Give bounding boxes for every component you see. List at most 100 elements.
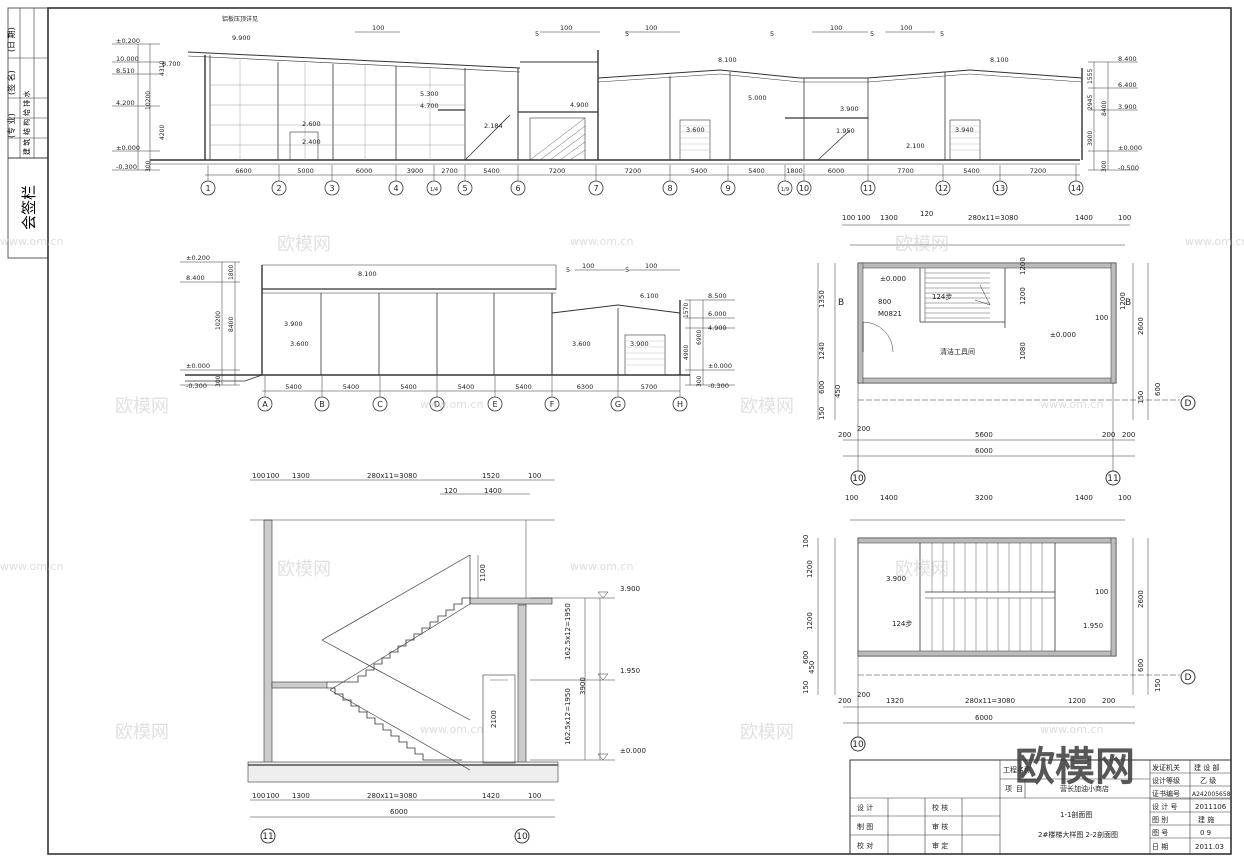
span-dimension: 5400 xyxy=(285,383,302,391)
s1-dim-right-4: 300 xyxy=(1101,160,1108,172)
span-dimension: 7700 xyxy=(897,167,914,175)
span-dimension: 5400 xyxy=(691,167,708,175)
s1-dim-right-1: 2945 xyxy=(1087,95,1094,110)
tb-item-label2: 目 xyxy=(1016,785,1023,793)
span-dimension: 5400 xyxy=(515,383,532,391)
axis-label: 8 xyxy=(667,184,672,193)
p1-top-1: 100 xyxy=(857,214,870,222)
stair-plan-2-axes xyxy=(850,656,1196,752)
tb-sign-0-0: 设 计 xyxy=(857,803,873,812)
p2-bottom-2: 1320 xyxy=(886,697,904,705)
axis-bubble xyxy=(992,180,1008,196)
axis-bubble xyxy=(487,396,503,412)
ss-rail-height: 1100 xyxy=(479,564,487,582)
axis-label: 6 xyxy=(515,184,520,193)
s1-inner-8: 8.100 xyxy=(718,56,737,64)
axis-label: 10 xyxy=(799,184,809,193)
p1-top-5: 1400 xyxy=(1075,214,1093,222)
tb-project-name: 营长加油小商店 xyxy=(1060,784,1109,793)
tb-sign-2-0: 校 对 xyxy=(857,841,873,850)
p1-top-2: 1300 xyxy=(880,214,898,222)
s1-note: 铝板压顶详见 xyxy=(222,15,258,23)
s1-dim-left-0: 4310 xyxy=(159,61,166,76)
s1-slope-6: 100 xyxy=(830,24,842,32)
s1-dim-left-2: 4200 xyxy=(159,125,166,140)
s2-dim-left-2: 8400 xyxy=(228,317,235,332)
s2-level-left-3: -0.300 xyxy=(186,382,207,390)
s1-level-left-0: ±0.200 xyxy=(116,37,140,45)
axis-label: 4 xyxy=(393,184,398,193)
stair-plan-2-labels: 100 1400 3200 1400 100 100 1200 1200 600… xyxy=(802,494,1162,722)
tb-sign-2-1: 审 定 xyxy=(932,841,948,850)
p2-left-5: 150 xyxy=(802,681,810,694)
axis-label: D xyxy=(434,400,440,409)
s2-dim-right-2: 6900 xyxy=(696,330,703,345)
p2-label-2: 124步 xyxy=(892,620,912,628)
stair-section-labels: 100 100 1300 280x11=3080 1520 100 120 14… xyxy=(252,472,646,816)
tb-sign-0-1: 校 核 xyxy=(932,803,948,812)
tb-sign-1-1: 审 核 xyxy=(932,822,948,831)
s1-slope-3: 5 xyxy=(625,30,629,38)
p1-label-2: ±0.000 xyxy=(880,275,906,283)
ss-bottom-5: 100 xyxy=(528,792,541,800)
span-dimension: 5400 xyxy=(963,167,980,175)
ss-bottom-6: 6000 xyxy=(390,808,408,816)
s2-inner-0: 8.100 xyxy=(358,270,377,278)
ss-right-0: 162.5x12=1950 xyxy=(564,603,572,660)
span-dimension: 5400 xyxy=(400,383,417,391)
ss-level-2: ±0.000 xyxy=(620,747,646,755)
tb-info-2-0: 设 计 号 xyxy=(1152,802,1177,811)
p1-right-1: 1200 xyxy=(1119,292,1127,310)
axis-bubble xyxy=(372,396,388,412)
s2-dim-left-1: 10200 xyxy=(215,311,222,330)
s1-inner-3: 4.700 xyxy=(420,102,439,110)
p2-left-1: 1200 xyxy=(806,560,814,578)
p1-label-6: 124步 xyxy=(932,293,952,301)
s2-inner-1: 6.100 xyxy=(640,292,659,300)
ss-top-1: 100 xyxy=(266,472,279,480)
axis-bubble xyxy=(672,396,688,412)
p2-top-3: 1400 xyxy=(1075,494,1093,502)
ss-top-3: 280x11=3080 xyxy=(367,472,417,480)
axis-label: A xyxy=(262,400,268,409)
axis-label: 11 xyxy=(863,184,873,193)
axis-bubble xyxy=(429,396,445,412)
p1-axis-D: D xyxy=(1185,399,1192,409)
section-1-1 xyxy=(112,31,1138,176)
span-dimension: 6000 xyxy=(828,167,845,175)
tb-item-label: 项 xyxy=(1005,785,1012,793)
watermark-url: www.om.cn xyxy=(570,235,633,248)
strip-header-date: (日 期) xyxy=(7,27,16,52)
p2-bottom-3: 280x11=3080 xyxy=(965,697,1015,705)
s1-slope-1: 5 xyxy=(535,30,539,38)
ss-door-height: 2100 xyxy=(490,710,498,728)
p1-left-1: 1240 xyxy=(818,342,826,360)
s1-inner-5: 2.600 xyxy=(302,120,321,128)
span-dimension: 7200 xyxy=(549,167,566,175)
tb-dept-label: 发证机关 xyxy=(1152,763,1180,772)
axis-bubble xyxy=(314,396,330,412)
left-countersign-strip: (专 业) (签 名) (日 期) 建 筑 结 构 给 排 水 会签栏 xyxy=(6,7,49,259)
ss-axis-11: 11 xyxy=(262,832,273,842)
p1-bottom-2: 5600 xyxy=(975,431,993,439)
tb-dept: 建 设 部 xyxy=(1194,763,1219,772)
s1-level-left-2: 8.510 xyxy=(116,67,135,75)
countersign-label: 会签栏 xyxy=(20,185,38,230)
s2-slope-2: 5 xyxy=(625,266,629,274)
p2-top-0: 100 xyxy=(845,494,858,502)
span-dimension: 1800 xyxy=(786,167,803,175)
watermark-url: www.om.cn xyxy=(0,235,63,248)
p2-label-1: 1.950 xyxy=(1083,622,1103,630)
p1-bottom-0: 200 xyxy=(838,431,851,439)
tb-sign-1-0: 制 图 xyxy=(857,822,873,831)
p2-axis-D: D xyxy=(1185,673,1192,683)
p2-label-3: 100 xyxy=(1095,588,1108,596)
p1-bottom-5: 6000 xyxy=(975,447,993,455)
stair-section-axes xyxy=(260,828,530,844)
watermark-brand: 欧模网 xyxy=(115,722,169,743)
span-dimension: 6000 xyxy=(356,167,373,175)
title-block-text: 工程名称 项 目 营长加油小商店 1-1剖面图 2#楼梯大样图 2-2剖面图 设… xyxy=(857,763,1231,851)
s2-level-left-0: ±0.200 xyxy=(186,254,210,262)
